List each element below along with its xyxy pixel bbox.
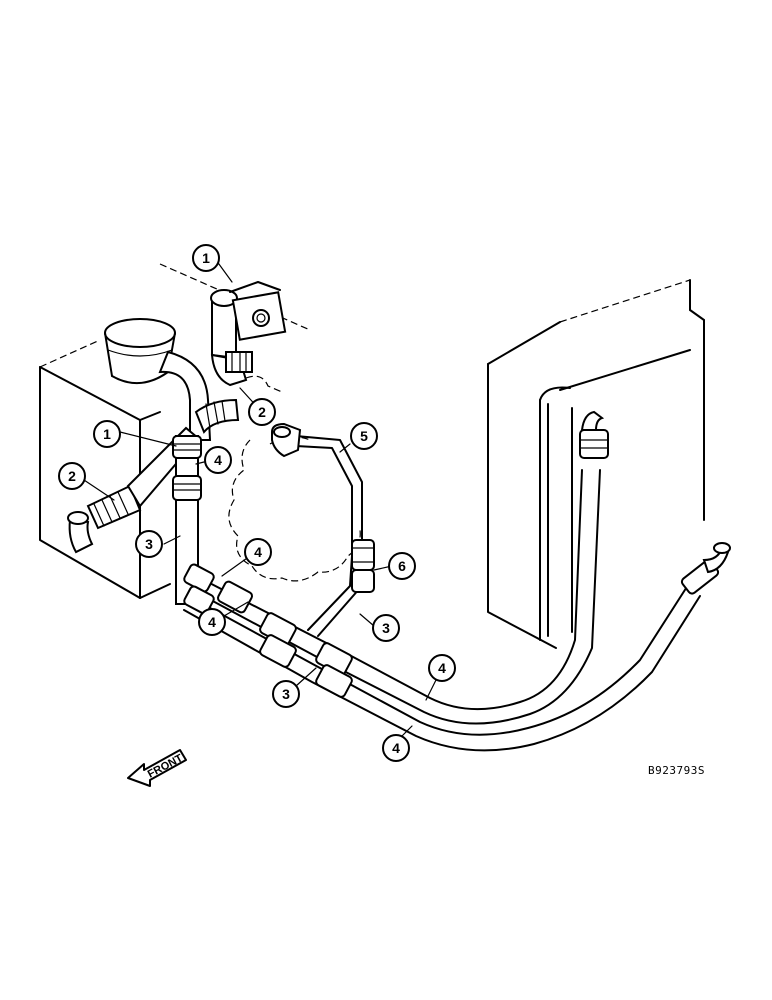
- pressure-lines: [183, 410, 731, 752]
- svg-text:3: 3: [282, 686, 290, 702]
- svg-text:3: 3: [382, 620, 390, 636]
- svg-text:2: 2: [68, 468, 76, 484]
- svg-text:5: 5: [360, 428, 368, 444]
- front-direction-arrow: FRONT: [127, 749, 187, 787]
- svg-text:1: 1: [202, 250, 210, 266]
- callout-4-upper: 4: [204, 446, 232, 474]
- svg-text:2: 2: [258, 404, 266, 420]
- callout-6: 6: [388, 552, 416, 580]
- callout-5: 5: [350, 422, 378, 450]
- callout-3-left: 3: [135, 530, 163, 558]
- svg-text:4: 4: [214, 452, 222, 468]
- front-label: FRONT: [146, 752, 185, 781]
- callout-4-lower-left: 4: [198, 608, 226, 636]
- callout-2-right: 2: [248, 398, 276, 426]
- callout-1-left: 1: [93, 420, 121, 448]
- pump-loop-hose: [271, 422, 375, 637]
- svg-text:1: 1: [103, 426, 111, 442]
- vertical-pipe: [172, 435, 202, 605]
- svg-text:4: 4: [254, 544, 262, 560]
- oil-cooler: [487, 279, 705, 649]
- svg-text:4: 4: [392, 740, 400, 756]
- suction-hose: [158, 281, 287, 441]
- svg-text:6: 6: [398, 558, 406, 574]
- figure-id-code: B923793S: [648, 764, 705, 777]
- callout-3-middle: 3: [372, 614, 400, 642]
- callout-4-right-lower: 4: [382, 734, 410, 762]
- callout-4-right-upper: 4: [428, 654, 456, 682]
- callout-1-top: 1: [192, 244, 220, 272]
- svg-text:4: 4: [438, 660, 446, 676]
- callout-2-left: 2: [58, 462, 86, 490]
- callout-4-pump: 4: [244, 538, 272, 566]
- callout-3-bottom: 3: [272, 680, 300, 708]
- svg-text:4: 4: [208, 614, 216, 630]
- svg-text:3: 3: [145, 536, 153, 552]
